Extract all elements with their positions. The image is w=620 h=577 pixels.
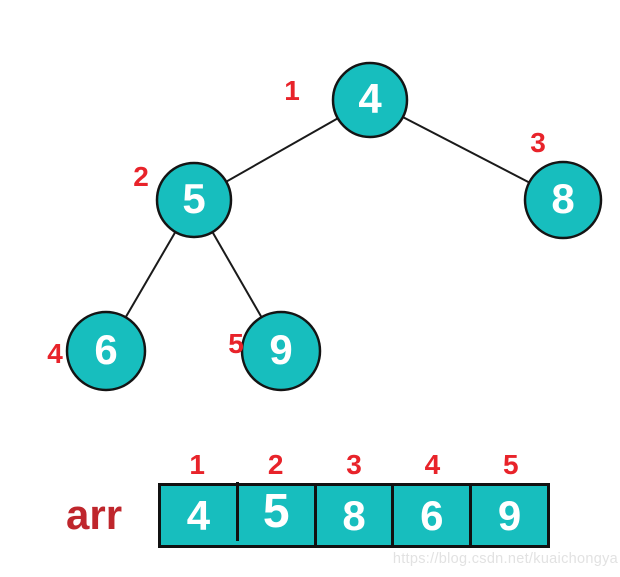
tree-node-circle-4 (65, 310, 147, 392)
tree-node-index-3: 3 (530, 127, 546, 158)
tree-node-value-1: 4 (358, 75, 382, 123)
array-cell-2: 5 (235, 482, 314, 541)
tree-node-value-4: 6 (94, 326, 118, 374)
array-cell-4: 6 (391, 486, 469, 545)
array-label: arr (66, 491, 123, 538)
tree-node-index-4: 4 (47, 338, 63, 369)
array-cell-1: 4 (186, 491, 211, 539)
tree-node-circle-2 (155, 161, 233, 239)
array-index-3: 3 (346, 449, 362, 480)
array-index-2: 2 (267, 449, 284, 480)
tree-node-index-5: 5 (228, 328, 244, 359)
watermark-url: https://blog.csdn.net/kuaichongya (392, 551, 618, 567)
array-cell-3: 8 (313, 486, 392, 545)
tree-node-circle-3 (523, 160, 603, 240)
array-index-4: 4 (424, 449, 441, 480)
array-cells-row: 4 5 8 6 9 (158, 482, 550, 548)
array-index-1: 1 (189, 449, 205, 480)
array-index-5: 5 (503, 449, 519, 480)
tree-node-value-3: 8 (551, 175, 575, 223)
tree-node-index-2: 2 (133, 161, 149, 192)
tree-node-circle-5 (240, 310, 322, 392)
tree-node-value-2: 5 (182, 175, 206, 223)
tree-node-value-5: 9 (269, 326, 293, 374)
tree-node-index-1: 1 (284, 75, 300, 106)
tree-node-circle-1 (331, 61, 409, 139)
array-representation: 1 2 3 4 5 4 5 8 6 9 (158, 450, 550, 548)
array-index-row: 1 2 3 4 5 (158, 450, 550, 480)
array-cell-5: 9 (469, 486, 547, 545)
